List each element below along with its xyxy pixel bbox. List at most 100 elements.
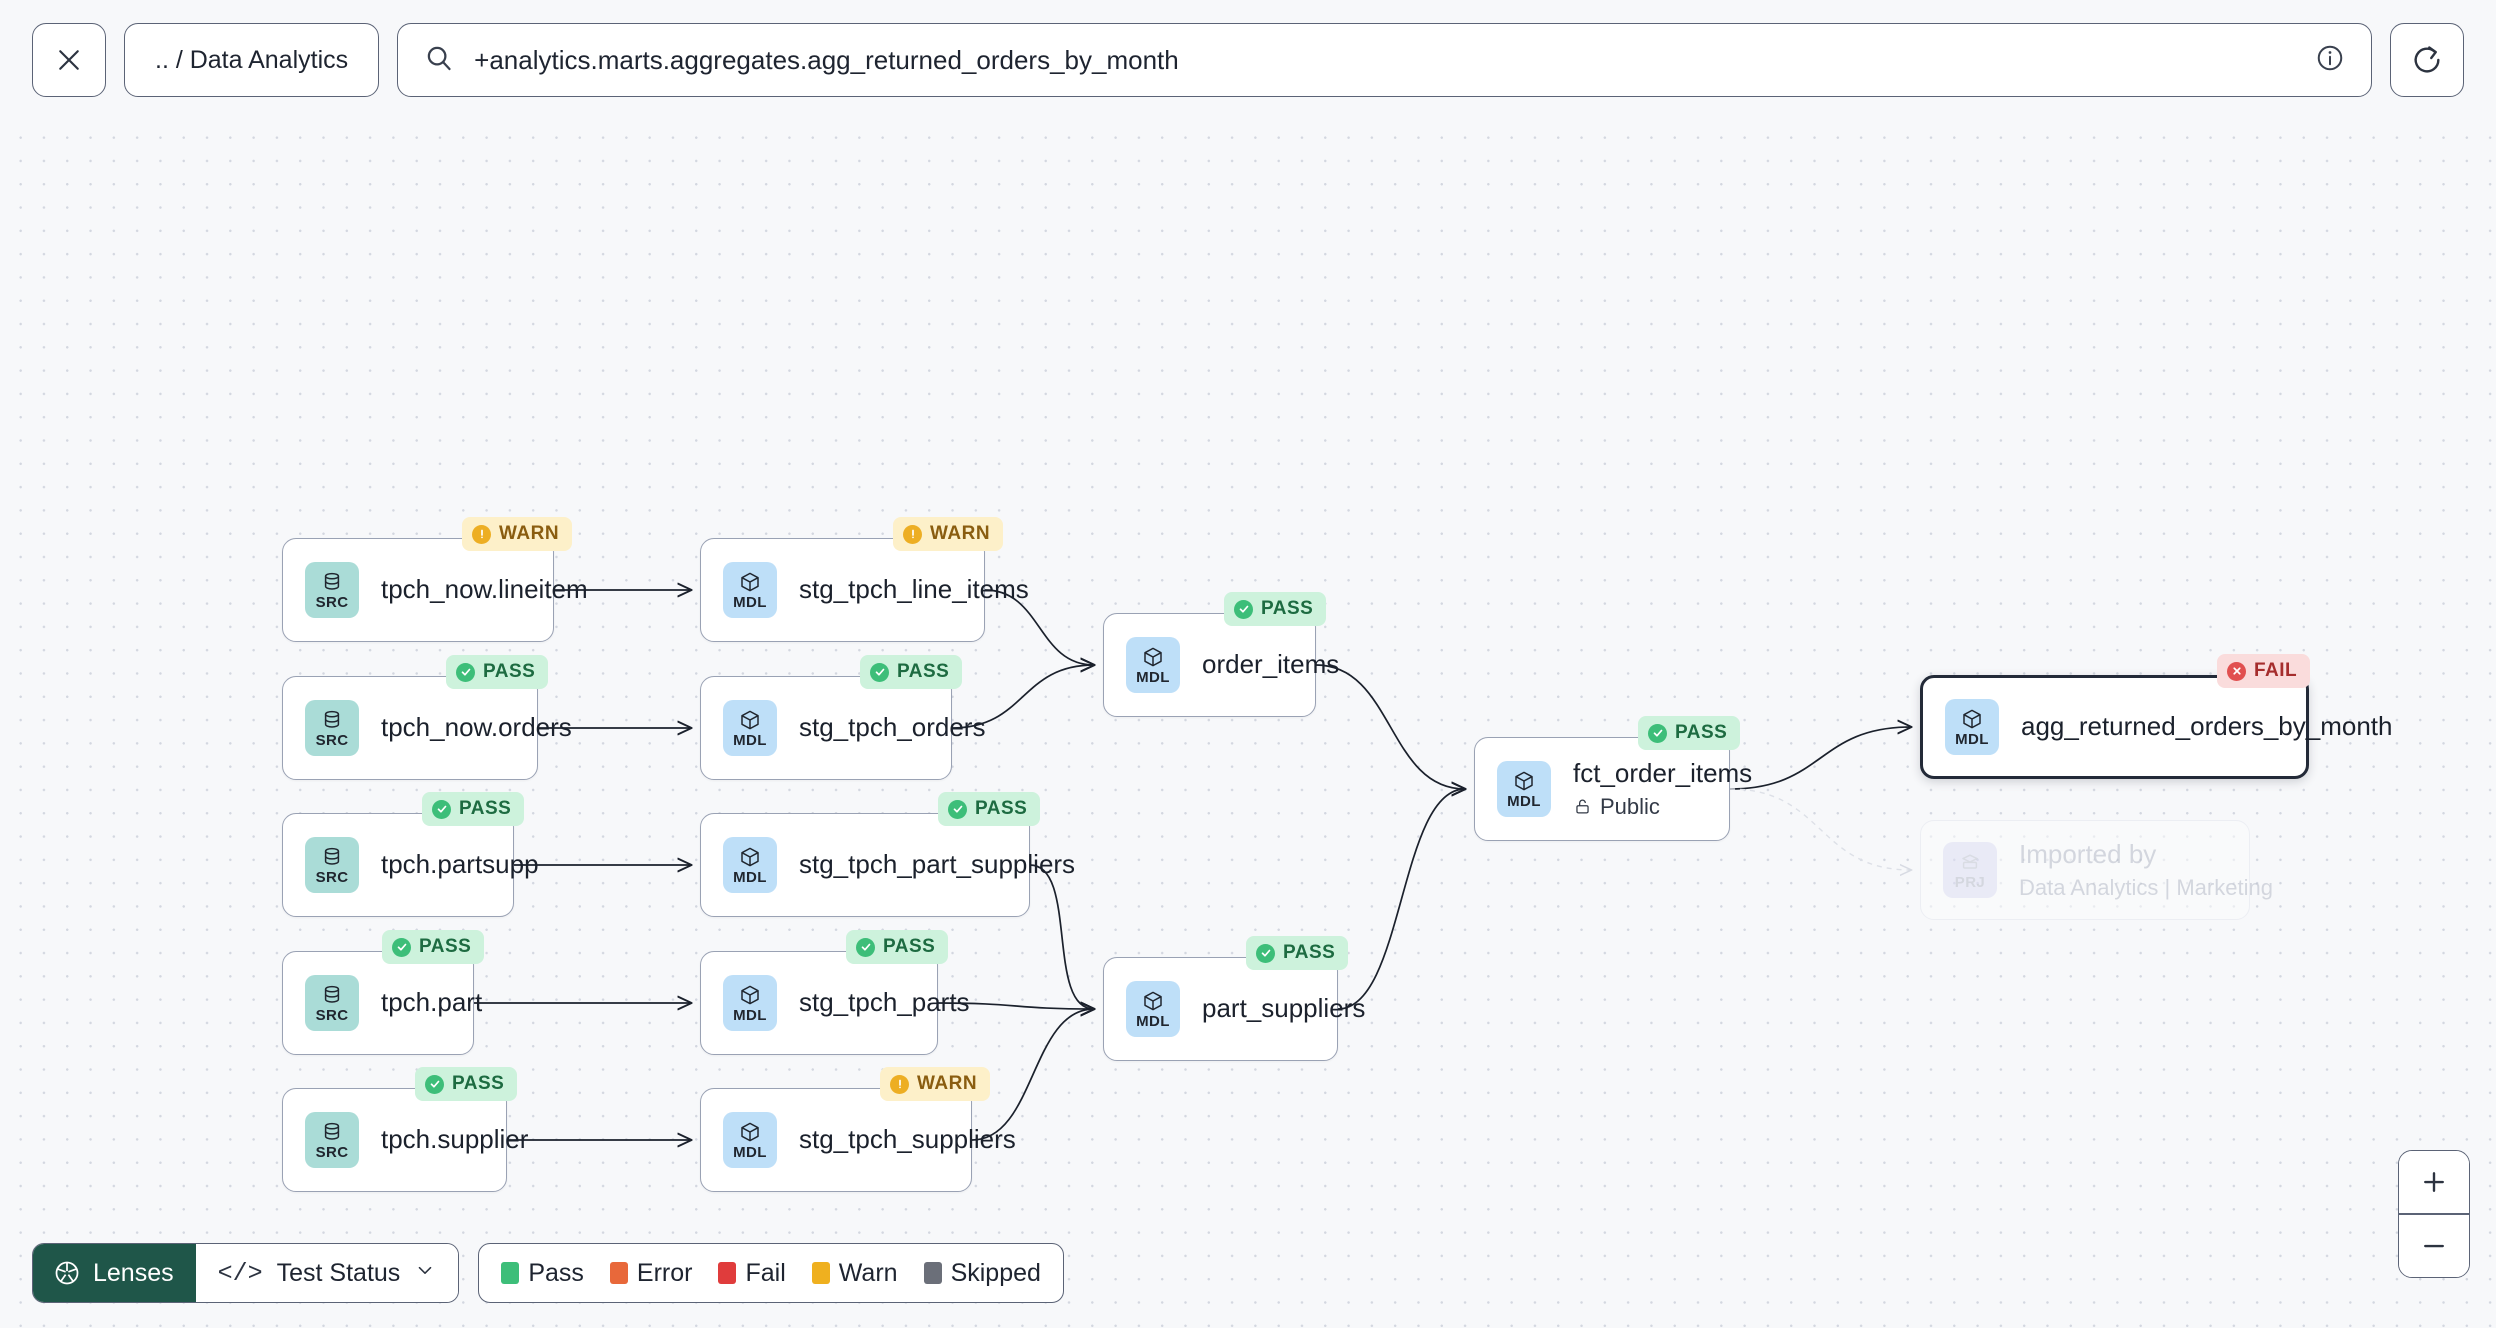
graph-node-tpch_partsupp[interactable]: SRC tpch.partsupp bbox=[282, 813, 539, 917]
unlock-icon bbox=[1573, 797, 1592, 816]
graph-node-stg_tpch_suppliers[interactable]: MDL stg_tpch_suppliers bbox=[700, 1088, 1016, 1192]
mdl-type-icon: MDL bbox=[723, 975, 777, 1031]
src-type-icon: SRC bbox=[305, 1112, 359, 1168]
node-sublabel-text: Data Analytics | Marketing bbox=[2019, 874, 2273, 900]
legend-item-warn[interactable]: Warn bbox=[811, 1258, 898, 1288]
src-type-icon: SRC bbox=[305, 700, 359, 756]
chevron-down-icon bbox=[414, 1259, 436, 1288]
legend-label: Pass bbox=[528, 1258, 584, 1287]
lenses-button[interactable]: Lenses bbox=[33, 1244, 196, 1302]
node-labels: stg_tpch_parts bbox=[799, 987, 970, 1018]
mdl-type-icon: MDL bbox=[1126, 637, 1180, 693]
code-icon: </> bbox=[217, 1258, 263, 1288]
node-label: stg_tpch_parts bbox=[799, 987, 970, 1018]
node-type-label: SRC bbox=[315, 1144, 349, 1161]
node-labels: tpch.partsupp bbox=[381, 849, 539, 880]
legend-swatch-pass-icon bbox=[501, 1262, 520, 1284]
node-label: tpch.partsupp bbox=[381, 849, 539, 880]
legend-label: Skipped bbox=[950, 1258, 1041, 1287]
legend-swatch-error-icon bbox=[609, 1262, 628, 1284]
node-type-label: SRC bbox=[315, 594, 349, 611]
node-type-label: PRJ bbox=[1954, 874, 1986, 891]
zoom-out-button[interactable] bbox=[2399, 1215, 2469, 1277]
node-label: agg_returned_orders_by_month bbox=[2021, 711, 2393, 742]
node-label: tpch_now.lineitem bbox=[381, 574, 588, 605]
node-label: tpch.part bbox=[381, 987, 483, 1018]
breadcrumb-label: .. / Data Analytics bbox=[155, 45, 349, 74]
node-label: part_suppliers bbox=[1202, 993, 1366, 1024]
node-type-label: MDL bbox=[733, 1144, 767, 1161]
mdl-type-icon: MDL bbox=[723, 562, 777, 618]
edge-order_items-to-fct_order_items bbox=[1315, 664, 1465, 789]
node-type-label: SRC bbox=[315, 732, 349, 749]
search-input[interactable]: +analytics.marts.aggregates.agg_returned… bbox=[474, 44, 1179, 75]
zoom-in-button[interactable] bbox=[2399, 1151, 2469, 1214]
top-toolbar: .. / Data Analytics +analytics.marts.agg… bbox=[0, 0, 2496, 120]
node-labels: tpch.part bbox=[381, 987, 483, 1018]
edge-part_suppliers-to-fct_order_items bbox=[1337, 789, 1465, 1010]
info-icon[interactable] bbox=[2315, 43, 2345, 78]
node-sublabel-text: Public bbox=[1600, 793, 1660, 819]
node-label: stg_tpch_orders bbox=[799, 712, 986, 743]
search-bar[interactable]: +analytics.marts.aggregates.agg_returned… bbox=[397, 23, 2372, 97]
src-type-icon: SRC bbox=[305, 837, 359, 893]
mdl-type-icon: MDL bbox=[1945, 699, 1999, 755]
lens-select[interactable]: </> Test Status bbox=[195, 1244, 459, 1302]
mdl-type-icon: MDL bbox=[723, 700, 777, 756]
mdl-type-icon: MDL bbox=[1497, 761, 1551, 817]
refresh-button[interactable] bbox=[2390, 23, 2464, 97]
search-icon bbox=[424, 43, 454, 78]
node-labels: stg_tpch_suppliers bbox=[799, 1124, 1016, 1155]
src-type-icon: SRC bbox=[305, 562, 359, 618]
mdl-type-icon: MDL bbox=[723, 1112, 777, 1168]
graph-node-tpch_part[interactable]: SRC tpch.part bbox=[282, 951, 483, 1055]
node-label: tpch.supplier bbox=[381, 1124, 529, 1155]
node-label: stg_tpch_part_suppliers bbox=[799, 849, 1076, 880]
lenses-control-group: Lenses </> Test Status bbox=[32, 1243, 460, 1303]
node-type-label: MDL bbox=[733, 1007, 767, 1024]
node-labels: tpch_now.orders bbox=[381, 712, 572, 743]
edge-stg_tpch_part_suppliers-to-part_suppliers bbox=[1029, 864, 1094, 1009]
node-label: fct_order_items bbox=[1573, 757, 1753, 788]
node-labels: tpch.supplier bbox=[381, 1124, 529, 1155]
lenses-label: Lenses bbox=[93, 1258, 174, 1287]
legend-item-fail[interactable]: Fail bbox=[718, 1259, 786, 1288]
edge-stg_tpch_suppliers-to-part_suppliers bbox=[971, 1009, 1094, 1141]
aperture-icon bbox=[53, 1259, 81, 1287]
graph-node-tpch_supplier[interactable]: SRC tpch.supplier bbox=[282, 1088, 529, 1192]
refresh-icon bbox=[2410, 43, 2444, 77]
node-type-label: MDL bbox=[1136, 669, 1170, 686]
legend-item-error[interactable]: Error bbox=[609, 1259, 692, 1288]
edge-fct_order_items-to-imported_by_project bbox=[1729, 788, 1911, 870]
status-legend: Pass Error Fail Warn Skipped bbox=[478, 1243, 1064, 1303]
graph-node-agg_returned_orders_by_month[interactable]: MDL agg_returned_orders_by_month bbox=[1920, 675, 2393, 779]
node-labels: tpch_now.lineitem bbox=[381, 574, 588, 605]
legend-item-pass[interactable]: Pass bbox=[501, 1259, 584, 1288]
graph-node-stg_tpch_parts[interactable]: MDL stg_tpch_parts bbox=[700, 951, 970, 1055]
zoom-divider bbox=[2399, 1213, 2469, 1215]
graph-node-tpch_now_orders[interactable]: SRC tpch_now.orders bbox=[282, 676, 572, 780]
legend-swatch-skipped-icon bbox=[923, 1262, 942, 1284]
graph-node-stg_tpch_orders[interactable]: MDL stg_tpch_orders bbox=[700, 676, 986, 780]
legend-item-skipped[interactable]: Skipped bbox=[923, 1258, 1041, 1288]
breadcrumb[interactable]: .. / Data Analytics bbox=[124, 23, 380, 97]
node-type-label: MDL bbox=[1507, 793, 1541, 810]
graph-node-tpch_now_lineitem[interactable]: SRC tpch_now.lineitem bbox=[282, 538, 588, 642]
src-type-icon: SRC bbox=[305, 975, 359, 1031]
node-labels: agg_returned_orders_by_month bbox=[2021, 711, 2393, 742]
mdl-type-icon: MDL bbox=[1126, 981, 1180, 1037]
node-type-label: MDL bbox=[733, 732, 767, 749]
node-labels: part_suppliers bbox=[1202, 993, 1366, 1024]
close-button[interactable] bbox=[32, 23, 106, 97]
legend-label: Warn bbox=[838, 1258, 898, 1287]
graph-node-part_suppliers[interactable]: MDL part_suppliers bbox=[1103, 957, 1366, 1061]
close-icon bbox=[54, 45, 84, 75]
